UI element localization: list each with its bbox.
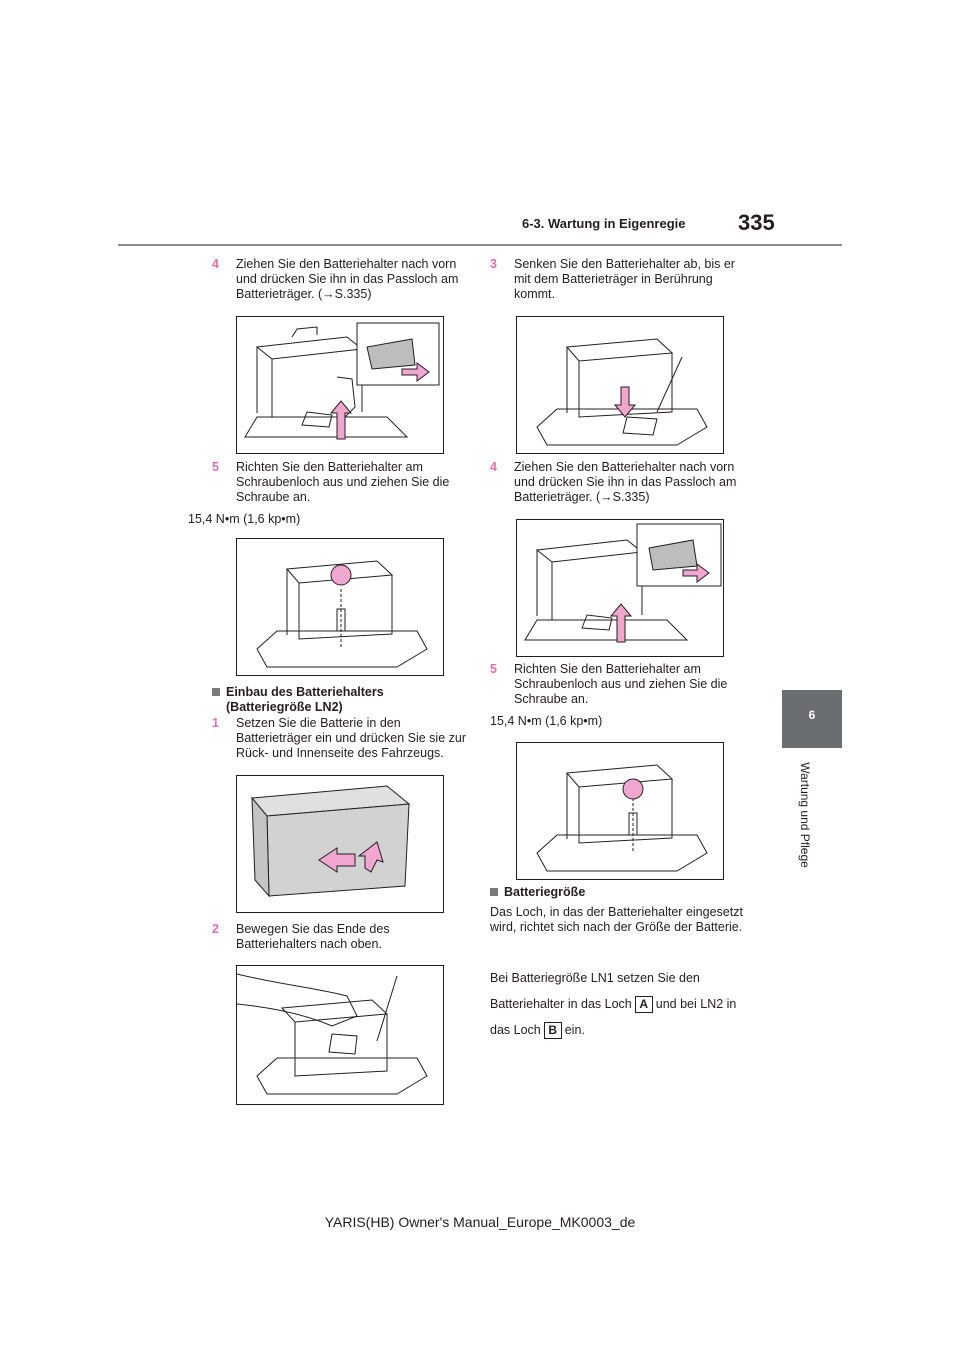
hole-a-badge: A: [634, 996, 653, 1014]
step-number: 2: [212, 922, 219, 936]
figure-lower-retainer: [516, 316, 724, 454]
battery-size-paragraph-2: Bei Batteriegröße LN1 setzen Sie den Bat…: [490, 965, 752, 1043]
paragraph-text: Bei Batteriegröße LN1 setzen Sie den Bat…: [490, 971, 700, 1011]
hole-b-badge: B: [543, 1022, 562, 1040]
step-number: 3: [490, 257, 497, 271]
battery-size-paragraph-1: Das Loch, in das der Batteriehalter eing…: [490, 905, 743, 934]
left-step-2: 2 Bewegen Sie das Ende des Batteriehalter…: [212, 922, 470, 952]
figure-insert-battery: [236, 775, 444, 913]
step-text: Ziehen Sie den Batteriehalter nach vorn …: [514, 460, 737, 504]
figure-tighten-bolt: [236, 538, 444, 676]
header-rule: [118, 244, 842, 246]
step-number: 5: [212, 460, 219, 474]
step-number: 4: [212, 257, 219, 271]
step-text: Setzen Sie die Batterie in den Batteriet…: [236, 716, 466, 760]
left-step-4: 4 Ziehen Sie den Batteriehalter nach vorn…: [212, 257, 470, 302]
paragraph-text: und bei LN2 in das Loch: [490, 997, 737, 1037]
right-step-3: 3 Senken Sie den Batteriehalter ab, bis e…: [490, 257, 748, 302]
chapter-tab: 6: [782, 690, 842, 748]
figure-retainer-push-forward-2: [516, 519, 724, 657]
step-number: 1: [212, 716, 219, 730]
paragraph-text: ein.: [564, 1023, 585, 1037]
left-heading: Einbau des Batteriehalters (Batteriegröß…: [212, 685, 470, 715]
right-torque: 15,4 N•m (1,6 kp•m): [490, 714, 603, 728]
left-torque: 15,4 N•m (1,6 kp•m): [188, 512, 301, 526]
page-number: 335: [738, 210, 775, 235]
section-title: 6-3. Wartung in Eigenregie: [522, 216, 686, 231]
step-text: Richten Sie den Batteriehalter am Schrau…: [236, 460, 450, 504]
step-text: Senken Sie den Batteriehalter ab, bis er…: [514, 257, 735, 301]
figure-retainer-push-forward: [236, 316, 444, 454]
step-number: 4: [490, 460, 497, 474]
heading-bullet: [212, 688, 220, 696]
right-step-4: 4 Ziehen Sie den Batteriehalter nach vorn…: [490, 460, 748, 505]
left-step-5: 5 Richten Sie den Batteriehalter am Schra…: [212, 460, 470, 505]
left-step-1: 1 Setzen Sie die Batterie in den Batterie…: [212, 716, 470, 761]
step-text: Ziehen Sie den Batteriehalter nach vorn …: [236, 257, 459, 301]
heading-bullet: [490, 888, 498, 896]
step-text: Richten Sie den Batteriehalter am Schrau…: [514, 662, 728, 706]
right-step-5: 5 Richten Sie den Batteriehalter am Schra…: [490, 662, 748, 707]
figure-tighten-bolt-2: [516, 742, 724, 880]
heading-text: Einbau des Batteriehalters (Batteriegröß…: [226, 685, 384, 714]
step-number: 5: [490, 662, 497, 676]
heading-text: Batteriegröße: [504, 885, 586, 899]
chapter-label: Wartung und Pflege: [798, 762, 812, 868]
step-text: Bewegen Sie das Ende des Batteriehalters…: [236, 922, 390, 951]
footer: YARIS(HB) Owner's Manual_Europe_MK0003_d…: [324, 1214, 636, 1230]
figure-lift-retainer: [236, 965, 444, 1105]
right-heading: Batteriegröße: [490, 885, 748, 900]
